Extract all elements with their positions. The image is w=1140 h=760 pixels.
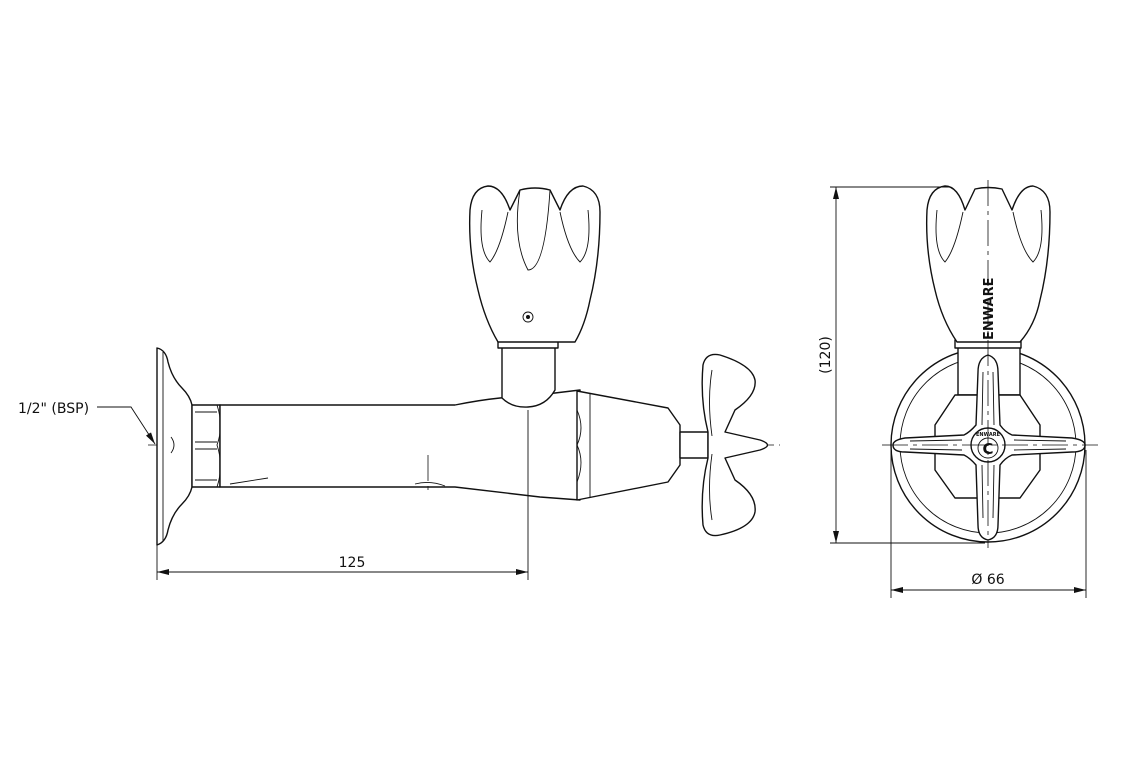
front-view: ENWARE C ENWARE [882,180,1098,548]
diameter-dimension: Ø 66 [890,450,1087,598]
height-dimension-value: (120) [818,336,834,374]
length-dimension-value: 125 [339,555,366,571]
cap-indicator: C [982,440,993,458]
hex-nut [191,404,221,488]
length-dimension: 125 [156,410,529,580]
spindle [679,431,709,459]
valve-body [219,389,581,501]
height-dimension: (120) [818,186,985,544]
side-cross-handle [701,353,769,537]
thread-label: 1/2" (BSP) [18,401,89,417]
wall-flange [156,347,193,546]
diameter-dimension-value: Ø 66 [971,572,1004,588]
riser-stem [501,345,556,408]
thread-callout: 1/2" (BSP) [18,401,156,445]
top-handle [469,185,601,343]
spout-cone [576,390,681,501]
side-view [148,185,780,546]
handle-logo: ENWARE [982,278,997,340]
